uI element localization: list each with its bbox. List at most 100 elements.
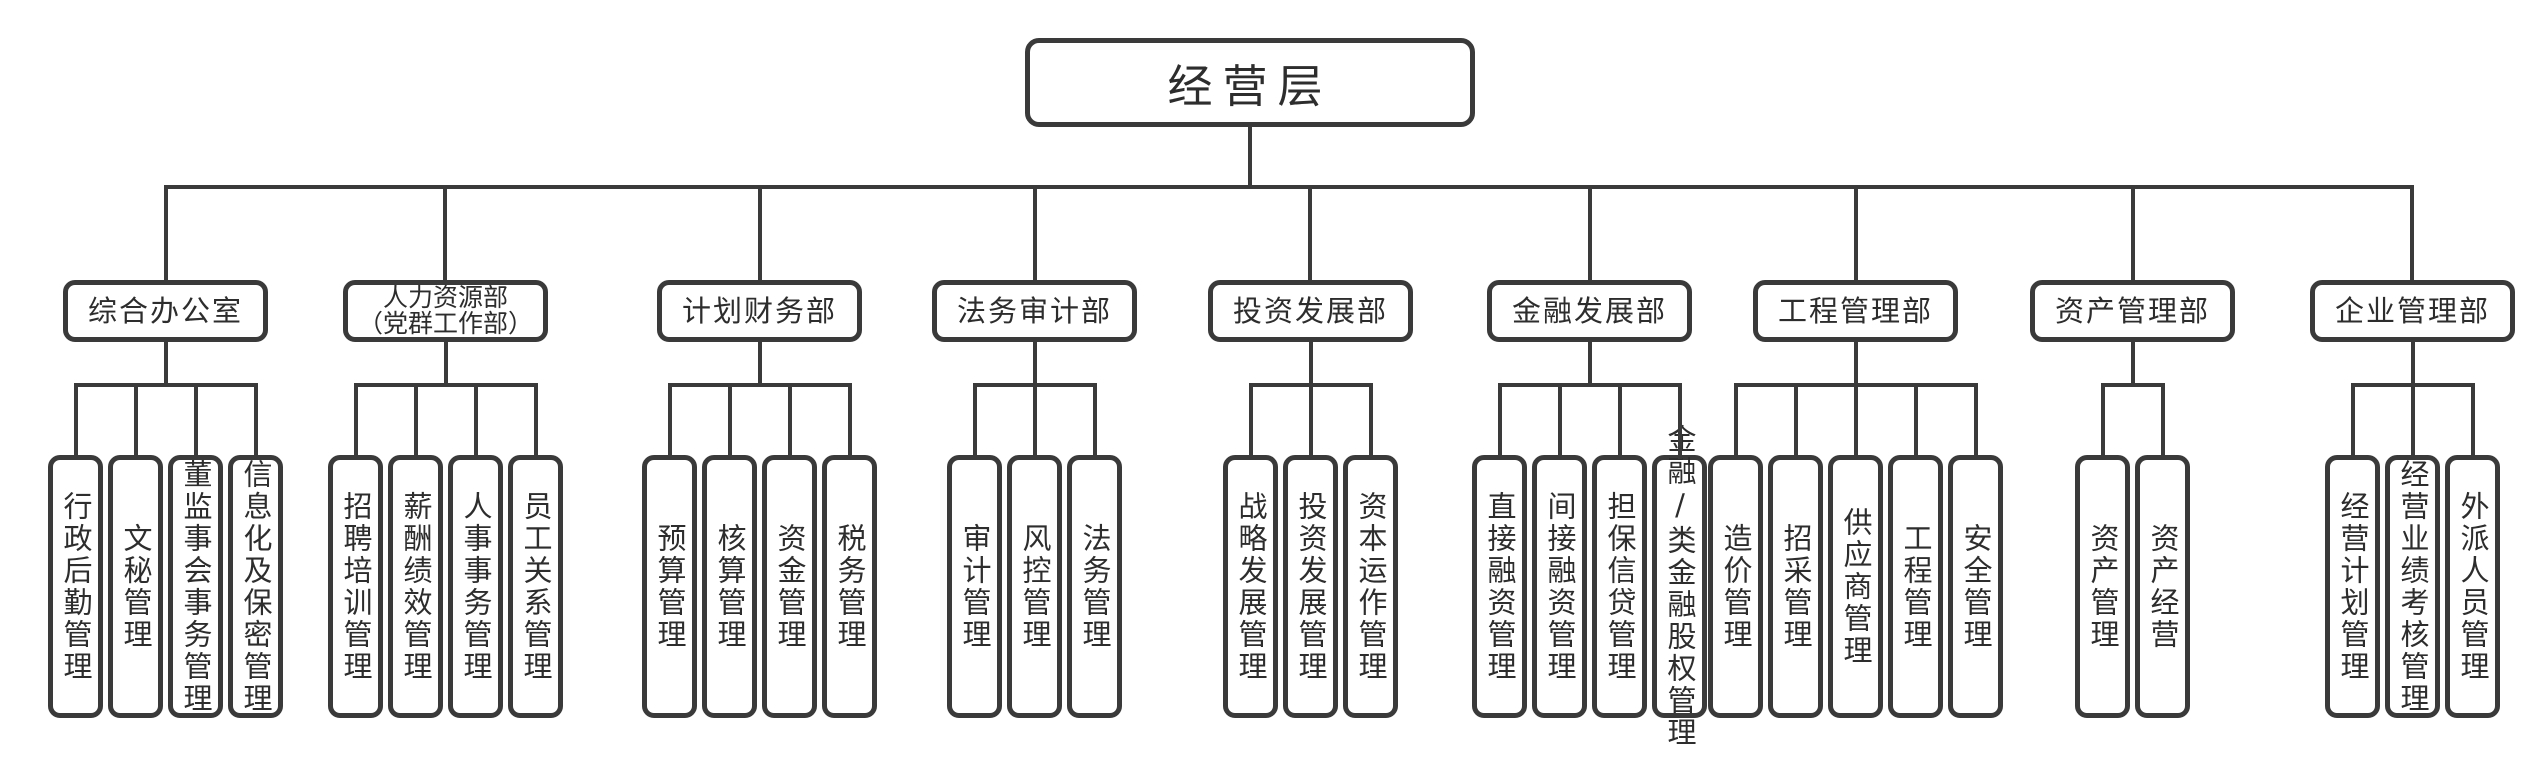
sub-item-node: 信息化及保密管理 xyxy=(228,455,283,718)
sub-item-node: 经营业绩考核管理 xyxy=(2385,455,2440,718)
sub-item-cell: 核算管理 xyxy=(697,383,762,718)
sub-item-cell: 造价管理 xyxy=(1708,383,1768,718)
dept-label: 金融发展部 xyxy=(1511,293,1667,328)
dept-children: 招聘培训管理 薪酬绩效管理 人事事务管理 员工关系管理 xyxy=(328,383,563,718)
sub-item-cell: 直接融资管理 xyxy=(1472,383,1532,718)
dept-node: 计划财务部 xyxy=(657,280,862,342)
dept-label: 人力资源部 xyxy=(382,282,508,312)
sub-item-cell: 金融/类金融股权管理 xyxy=(1647,383,1707,749)
sub-item-node: 战略发展管理 xyxy=(1223,455,1278,718)
sub-item-label: 税务管理 xyxy=(833,522,867,651)
dept-node: 金融发展部 xyxy=(1487,280,1692,342)
sub-item-node: 文秘管理 xyxy=(108,455,163,718)
sub-item-node: 招采管理 xyxy=(1768,455,1823,718)
sub-item-node: 担保信贷管理 xyxy=(1592,455,1647,718)
sub-item-cell: 担保信贷管理 xyxy=(1587,383,1652,718)
sub-item-node: 供应商管理 xyxy=(1828,455,1883,718)
sub-item-cell: 投资发展管理 xyxy=(1278,383,1343,718)
sub-item-cell: 预算管理 xyxy=(642,383,702,718)
sub-item-node: 招聘培训管理 xyxy=(328,455,383,718)
sub-item-node: 外派人员管理 xyxy=(2445,455,2500,718)
connector-dept-stub xyxy=(1308,342,1313,383)
connector-dept-stub xyxy=(1853,342,1858,383)
dept-children: 行政后勤管理 文秘管理 董监事会事务管理 信息化及保密管理 xyxy=(48,383,283,718)
connector-drop-9 xyxy=(2410,185,2414,284)
connector-drop-8 xyxy=(2131,185,2135,284)
connector-dept-stub xyxy=(1587,342,1592,383)
sub-item-node: 薪酬绩效管理 xyxy=(388,455,443,718)
sub-item-cell: 战略发展管理 xyxy=(1223,383,1283,718)
dept-sublabel: （党群工作部） xyxy=(357,309,533,338)
sub-item-node: 金融/类金融股权管理 xyxy=(1652,424,1707,749)
sub-item-label: 法务管理 xyxy=(1078,522,1112,651)
dept-node: 法务审计部 xyxy=(932,280,1137,342)
sub-item-node: 资产经营 xyxy=(2135,455,2190,718)
sub-item-node: 预算管理 xyxy=(642,455,697,718)
sub-item-label: 资本运作管理 xyxy=(1354,490,1388,683)
sub-item-node: 董监事会事务管理 xyxy=(168,455,223,718)
dept-label: 资产管理部 xyxy=(2054,293,2210,328)
sub-item-node: 风控管理 xyxy=(1007,455,1062,718)
connector-drop-3 xyxy=(758,185,762,284)
sub-item-label: 外派人员管理 xyxy=(2456,490,2490,683)
connector-dept-stub xyxy=(757,342,762,383)
dept-children: 直接融资管理 间接融资管理 担保信贷管理 金融/类金融股权管理 xyxy=(1472,383,1707,749)
dept-label: 法务审计部 xyxy=(956,293,1112,328)
dept-children: 审计管理 风控管理 法务管理 xyxy=(947,383,1122,718)
root-node: 经营层 xyxy=(1025,38,1475,127)
dept-label: 综合办公室 xyxy=(87,293,243,328)
connector-drop-4 xyxy=(1033,185,1037,284)
sub-item-node: 核算管理 xyxy=(702,455,757,718)
sub-item-cell: 员工关系管理 xyxy=(503,383,563,718)
sub-item-label: 担保信贷管理 xyxy=(1603,490,1637,683)
dept-children: 资产管理 资产经营 xyxy=(2075,383,2190,718)
connector-root-stub xyxy=(1248,127,1252,187)
sub-item-label: 董监事会事务管理 xyxy=(179,458,213,715)
sub-item-cell: 文秘管理 xyxy=(103,383,168,718)
sub-item-node: 行政后勤管理 xyxy=(48,455,103,718)
connector-dept-stub xyxy=(1032,342,1037,383)
connector-drop-2 xyxy=(443,185,447,284)
sub-item-node: 工程管理 xyxy=(1888,455,1943,718)
connector-top-bus xyxy=(166,185,2412,189)
sub-item-label: 员工关系管理 xyxy=(519,490,553,683)
dept-label: 计划财务部 xyxy=(681,293,837,328)
sub-item-cell: 供应商管理 xyxy=(1823,383,1888,718)
dept-label: 投资发展部 xyxy=(1232,293,1388,328)
sub-item-node: 资产管理 xyxy=(2075,455,2130,718)
sub-item-label: 资产经营 xyxy=(2146,522,2180,651)
connector-drop-7 xyxy=(1854,185,1858,284)
dept-children: 预算管理 核算管理 资金管理 税务管理 xyxy=(642,383,877,718)
dept-group-legal-audit: 法务审计部 审计管理 风控管理 法务管理 xyxy=(932,280,1137,718)
connector-drop-6 xyxy=(1588,185,1592,284)
dept-children: 经营计划管理 经营业绩考核管理 外派人员管理 xyxy=(2325,383,2500,718)
sub-item-label: 信息化及保密管理 xyxy=(239,458,273,715)
sub-item-cell: 资金管理 xyxy=(757,383,822,718)
sub-item-label: 薪酬绩效管理 xyxy=(399,490,433,683)
sub-item-node: 法务管理 xyxy=(1067,455,1122,718)
sub-item-label: 战略发展管理 xyxy=(1234,490,1268,683)
sub-item-label: 资金管理 xyxy=(773,522,807,651)
sub-item-label: 间接融资管理 xyxy=(1543,490,1577,683)
sub-item-cell: 经营业绩考核管理 xyxy=(2380,383,2445,718)
sub-item-label: 文秘管理 xyxy=(119,522,153,651)
sub-item-cell: 审计管理 xyxy=(947,383,1007,718)
connector-dept-stub xyxy=(2130,342,2135,383)
sub-item-cell: 资产管理 xyxy=(2075,383,2135,718)
dept-group-hr: 人力资源部 （党群工作部） 招聘培训管理 薪酬绩效管理 人事事务管理 xyxy=(328,280,563,718)
sub-item-label: 招采管理 xyxy=(1779,522,1813,651)
sub-item-cell: 信息化及保密管理 xyxy=(223,383,283,718)
dept-children: 造价管理 招采管理 供应商管理 工程管理 安全管理 xyxy=(1708,383,2003,718)
connector-dept-stub xyxy=(2410,342,2415,383)
sub-item-cell: 招聘培训管理 xyxy=(328,383,388,718)
connector-drop-1 xyxy=(164,185,168,284)
sub-item-label: 核算管理 xyxy=(713,522,747,651)
dept-node: 投资发展部 xyxy=(1208,280,1413,342)
sub-item-cell: 人事事务管理 xyxy=(443,383,508,718)
dept-node: 人力资源部 （党群工作部） xyxy=(343,280,548,342)
sub-item-cell: 法务管理 xyxy=(1062,383,1122,718)
dept-children: 战略发展管理 投资发展管理 资本运作管理 xyxy=(1223,383,1398,718)
sub-item-cell: 间接融资管理 xyxy=(1527,383,1592,718)
dept-label: 企业管理部 xyxy=(2334,293,2490,328)
